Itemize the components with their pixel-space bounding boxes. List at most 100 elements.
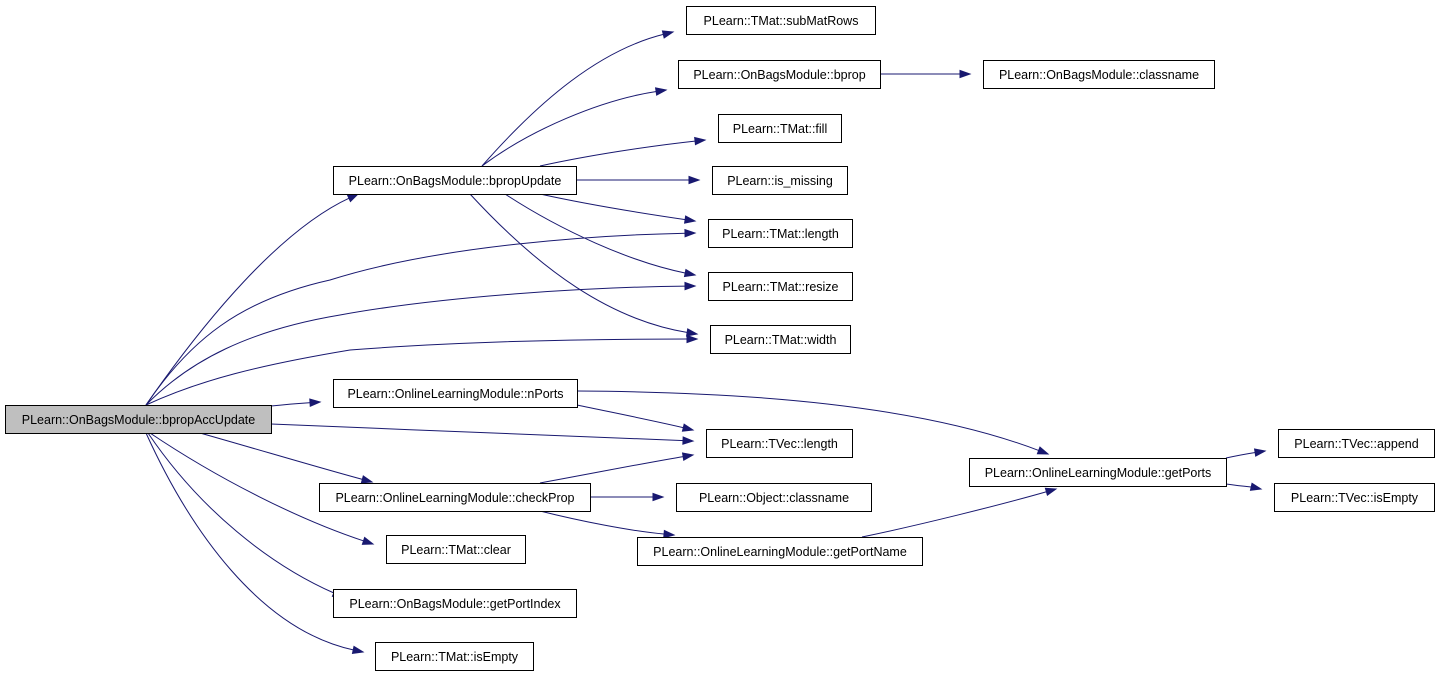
node-box-fill[interactable] [718, 114, 842, 143]
node-tvec_isEmpty[interactable]: PLearn::TVec::isEmpty [1274, 483, 1435, 512]
arrowhead-nPorts-to-getPorts [1036, 446, 1050, 455]
node-label-fill: PLearn::TMat::fill [733, 122, 827, 136]
edge-bpropUpdate-to-width [469, 193, 689, 334]
arrowhead-getPorts-to-tvec_isEmpty [1249, 482, 1263, 491]
node-append[interactable]: PLearn::TVec::append [1278, 429, 1435, 458]
arrowhead-getPortName-to-getPorts [1044, 487, 1058, 497]
node-label-getPortName: PLearn::OnlineLearningModule::getPortNam… [653, 545, 907, 559]
node-resize[interactable]: PLearn::TMat::resize [708, 272, 853, 301]
node-box-obj_classname[interactable] [676, 483, 872, 512]
node-getPortIndex[interactable]: PLearn::OnBagsModule::getPortIndex [333, 589, 577, 618]
edges-layer [145, 30, 1267, 655]
node-box-tvec_isEmpty[interactable] [1274, 483, 1435, 512]
arrowhead-bpropAccUpdate-to-nPorts [309, 398, 322, 408]
node-box-nPorts[interactable] [333, 379, 578, 408]
node-clear[interactable]: PLearn::TMat::clear [386, 535, 526, 564]
node-obm_classname[interactable]: PLearn::OnBagsModule::classname [983, 60, 1215, 89]
node-obj_classname[interactable]: PLearn::Object::classname [676, 483, 872, 512]
edge-bpropUpdate-to-bprop [481, 90, 658, 167]
edge-bpropAccUpdate-to-clear [149, 432, 365, 542]
node-subMatRows[interactable]: PLearn::TMat::subMatRows [686, 6, 876, 35]
edge-bpropUpdate-to-subMatRows [481, 33, 665, 167]
node-box-checkProp[interactable] [319, 483, 591, 512]
node-box-bpropAccUpdate[interactable] [5, 405, 272, 434]
edge-getPortName-to-getPorts [861, 490, 1048, 538]
arrowhead-bpropUpdate-to-resize [683, 268, 697, 278]
edge-bpropAccUpdate-to-tmat_isEmpty [145, 432, 355, 651]
node-tvec_length[interactable]: PLearn::TVec::length [706, 429, 853, 458]
node-box-getPorts[interactable] [969, 458, 1227, 487]
edge-checkProp-to-tvec_length [539, 455, 685, 484]
edge-bpropAccUpdate-to-bpropUpdate [145, 197, 351, 406]
edge-bpropUpdate-to-tmat_length [539, 193, 687, 221]
node-is_missing[interactable]: PLearn::is_missing [712, 166, 848, 195]
arrowhead-getPorts-to-append [1253, 448, 1267, 457]
arrowhead-bpropAccUpdate-to-resize [684, 281, 697, 291]
node-label-clear: PLearn::TMat::clear [401, 543, 511, 557]
node-box-resize[interactable] [708, 272, 853, 301]
edge-nPorts-to-tvec_length [576, 404, 685, 429]
node-width[interactable]: PLearn::TMat::width [710, 325, 851, 354]
edge-getPorts-to-append [1225, 451, 1257, 459]
node-label-append: PLearn::TVec::append [1294, 437, 1418, 451]
edge-getPorts-to-tvec_isEmpty [1225, 483, 1253, 488]
edge-bpropAccUpdate-to-tvec_length [270, 423, 685, 442]
node-label-nPorts: PLearn::OnlineLearningModule::nPorts [347, 387, 563, 401]
node-label-tvec_isEmpty: PLearn::TVec::isEmpty [1291, 491, 1419, 505]
node-label-tmat_length: PLearn::TMat::length [722, 227, 839, 241]
node-box-width[interactable] [710, 325, 851, 354]
node-box-getPortIndex[interactable] [333, 589, 577, 618]
node-label-obj_classname: PLearn::Object::classname [699, 491, 849, 505]
node-label-bpropAccUpdate: PLearn::OnBagsModule::bpropAccUpdate [22, 413, 256, 427]
node-checkProp[interactable]: PLearn::OnlineLearningModule::checkProp [319, 483, 591, 512]
node-label-checkProp: PLearn::OnlineLearningModule::checkProp [335, 491, 574, 505]
node-nPorts[interactable]: PLearn::OnlineLearningModule::nPorts [333, 379, 578, 408]
arrowhead-checkProp-to-getPortName [663, 529, 676, 539]
node-box-tmat_length[interactable] [708, 219, 853, 248]
node-box-bprop[interactable] [678, 60, 881, 89]
node-fill[interactable]: PLearn::TMat::fill [718, 114, 842, 143]
node-box-append[interactable] [1278, 429, 1435, 458]
edge-bpropAccUpdate-to-tmat_length [145, 232, 687, 406]
edge-bpropAccUpdate-to-checkProp [199, 432, 364, 481]
node-box-bpropUpdate[interactable] [333, 166, 577, 195]
node-getPorts[interactable]: PLearn::OnlineLearningModule::getPorts [969, 458, 1227, 487]
node-label-getPorts: PLearn::OnlineLearningModule::getPorts [985, 466, 1212, 480]
node-box-subMatRows[interactable] [686, 6, 876, 35]
node-bpropUpdate[interactable]: PLearn::OnBagsModule::bpropUpdate [333, 166, 577, 195]
nodes-layer: PLearn::OnBagsModule::bpropAccUpdatePLea… [5, 6, 1435, 671]
node-box-tmat_isEmpty[interactable] [375, 642, 534, 671]
node-box-obm_classname[interactable] [983, 60, 1215, 89]
node-label-getPortIndex: PLearn::OnBagsModule::getPortIndex [349, 597, 561, 611]
node-label-bpropUpdate: PLearn::OnBagsModule::bpropUpdate [349, 174, 562, 188]
edge-bpropAccUpdate-to-getPortIndex [147, 432, 335, 594]
arrowhead-bprop-to-obm_classname [959, 69, 972, 79]
arrowhead-bpropUpdate-to-is_missing [688, 175, 701, 185]
node-box-clear[interactable] [386, 535, 526, 564]
arrowhead-bpropUpdate-to-tmat_length [683, 215, 697, 224]
node-label-tmat_isEmpty: PLearn::TMat::isEmpty [391, 650, 519, 664]
node-box-is_missing[interactable] [712, 166, 848, 195]
edge-nPorts-to-getPorts [576, 390, 1040, 452]
node-box-tvec_length[interactable] [706, 429, 853, 458]
node-bprop[interactable]: PLearn::OnBagsModule::bprop [678, 60, 881, 89]
arrowhead-bpropAccUpdate-to-bpropUpdate [346, 193, 360, 203]
arrowhead-bpropAccUpdate-to-clear [361, 536, 375, 545]
node-getPortName[interactable]: PLearn::OnlineLearningModule::getPortNam… [637, 537, 923, 566]
arrowhead-bpropAccUpdate-to-tvec_length [682, 436, 695, 445]
edge-bpropUpdate-to-resize [504, 193, 687, 274]
node-bpropAccUpdate[interactable]: PLearn::OnBagsModule::bpropAccUpdate [5, 405, 272, 434]
edge-bpropAccUpdate-to-nPorts [270, 402, 312, 407]
arrowhead-bpropAccUpdate-to-checkProp [360, 475, 374, 484]
edge-bpropAccUpdate-to-resize [145, 285, 687, 406]
edge-bpropUpdate-to-fill [539, 140, 697, 167]
node-tmat_length[interactable]: PLearn::TMat::length [708, 219, 853, 248]
node-label-subMatRows: PLearn::TMat::subMatRows [704, 14, 859, 28]
node-tmat_isEmpty[interactable]: PLearn::TMat::isEmpty [375, 642, 534, 671]
node-label-resize: PLearn::TMat::resize [722, 280, 838, 294]
node-box-getPortName[interactable] [637, 537, 923, 566]
arrowhead-bpropAccUpdate-to-tmat_length [684, 228, 697, 238]
arrowhead-bpropAccUpdate-to-tmat_isEmpty [351, 645, 365, 655]
arrowhead-bpropUpdate-to-width [685, 328, 699, 337]
